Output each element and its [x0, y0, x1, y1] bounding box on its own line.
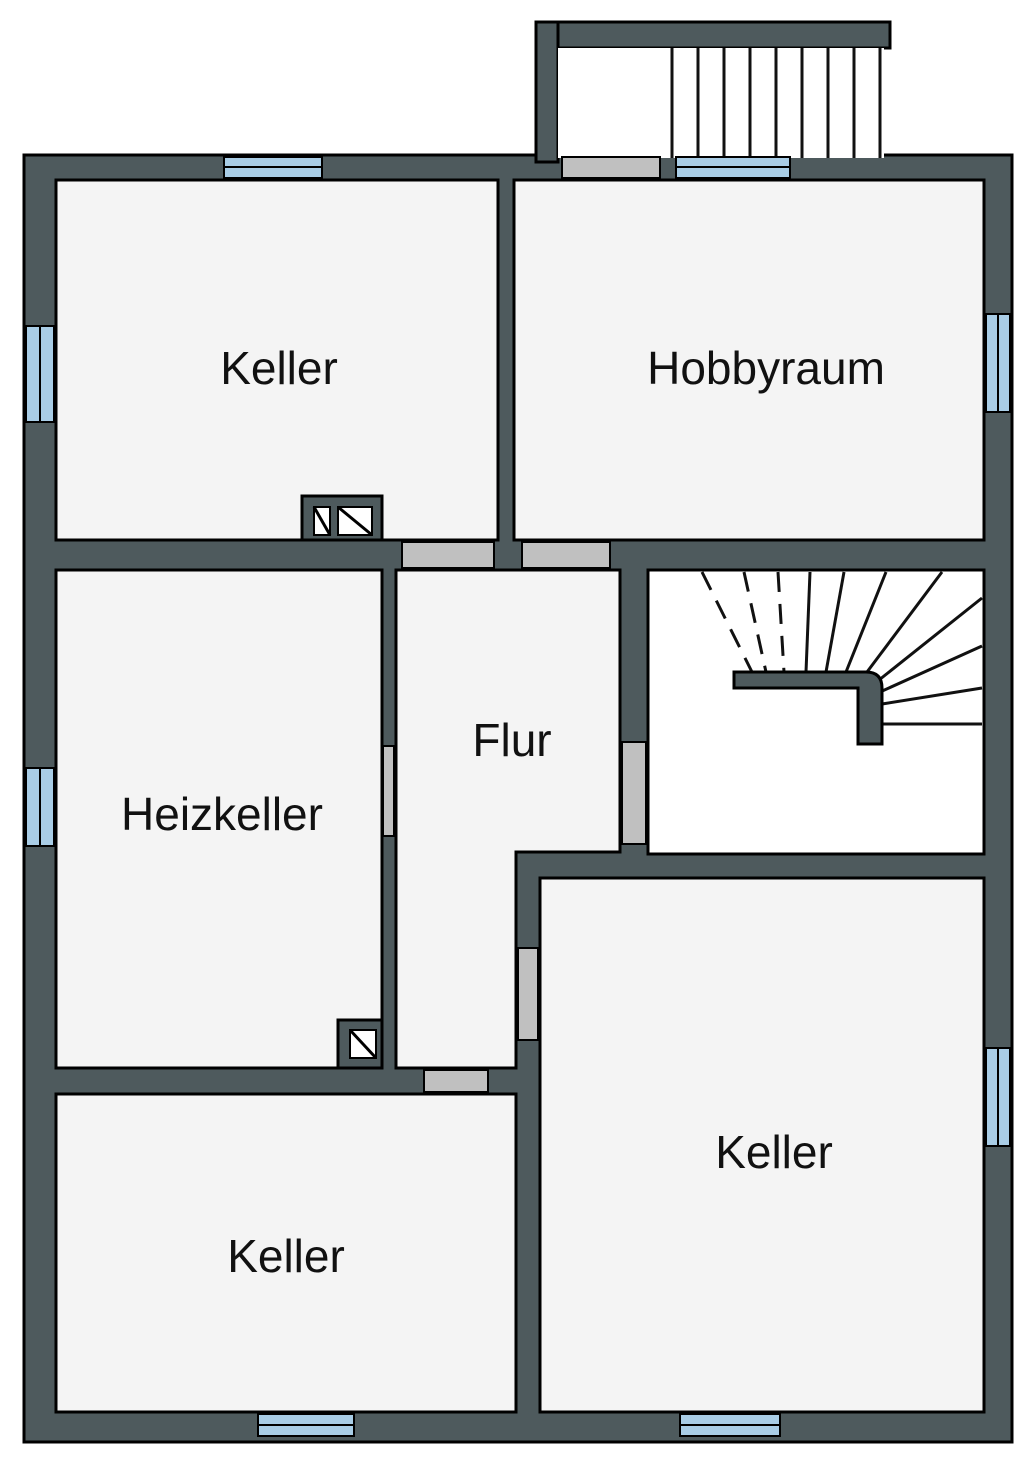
window-right-lower	[985, 1047, 1011, 1147]
label-keller-top-left: Keller	[220, 342, 338, 394]
stair-handrail	[732, 670, 884, 746]
label-heizkeller: Heizkeller	[121, 788, 323, 840]
door-keller-bottom-right	[517, 947, 539, 1041]
label-keller-bottom-left: Keller	[227, 1230, 345, 1282]
door-keller-bottom-left	[423, 1069, 489, 1093]
room-keller-bottom-right	[538, 876, 986, 1414]
label-hobbyraum: Hobbyraum	[647, 342, 885, 394]
window-right-upper	[985, 313, 1011, 413]
interior-stair	[700, 571, 983, 746]
door-staircase	[621, 741, 647, 845]
room-flur	[394, 568, 622, 1070]
window-top-left	[223, 156, 323, 179]
room-keller-top-left	[54, 178, 500, 542]
window-left-middle	[25, 767, 55, 847]
window-left-upper	[25, 325, 55, 423]
room-keller-bottom-left	[54, 1092, 518, 1414]
label-keller-bottom-right: Keller	[715, 1126, 833, 1178]
window-bottom-left	[257, 1413, 355, 1437]
door-openings	[382, 156, 661, 1093]
chimney-shaft-heizkeller	[336, 1018, 384, 1070]
label-flur: Flur	[472, 714, 551, 766]
room-staircase	[646, 568, 986, 856]
stair-treads-dashed	[700, 571, 786, 673]
stair-treads-solid	[804, 571, 983, 726]
room-hobbyraum	[512, 178, 986, 542]
exterior-stair-enclosure	[534, 20, 892, 164]
chimney-shaft-top	[300, 494, 384, 542]
door-entrance	[561, 156, 661, 179]
door-heizkeller	[382, 745, 395, 837]
door-hobbyraum	[521, 541, 611, 569]
exterior-stair-treads	[670, 48, 882, 158]
door-keller-top-left	[401, 541, 495, 569]
room-heizkeller	[54, 568, 384, 1070]
window-top-right	[675, 156, 791, 179]
windows	[25, 156, 1011, 1437]
window-bottom-right	[679, 1413, 781, 1437]
